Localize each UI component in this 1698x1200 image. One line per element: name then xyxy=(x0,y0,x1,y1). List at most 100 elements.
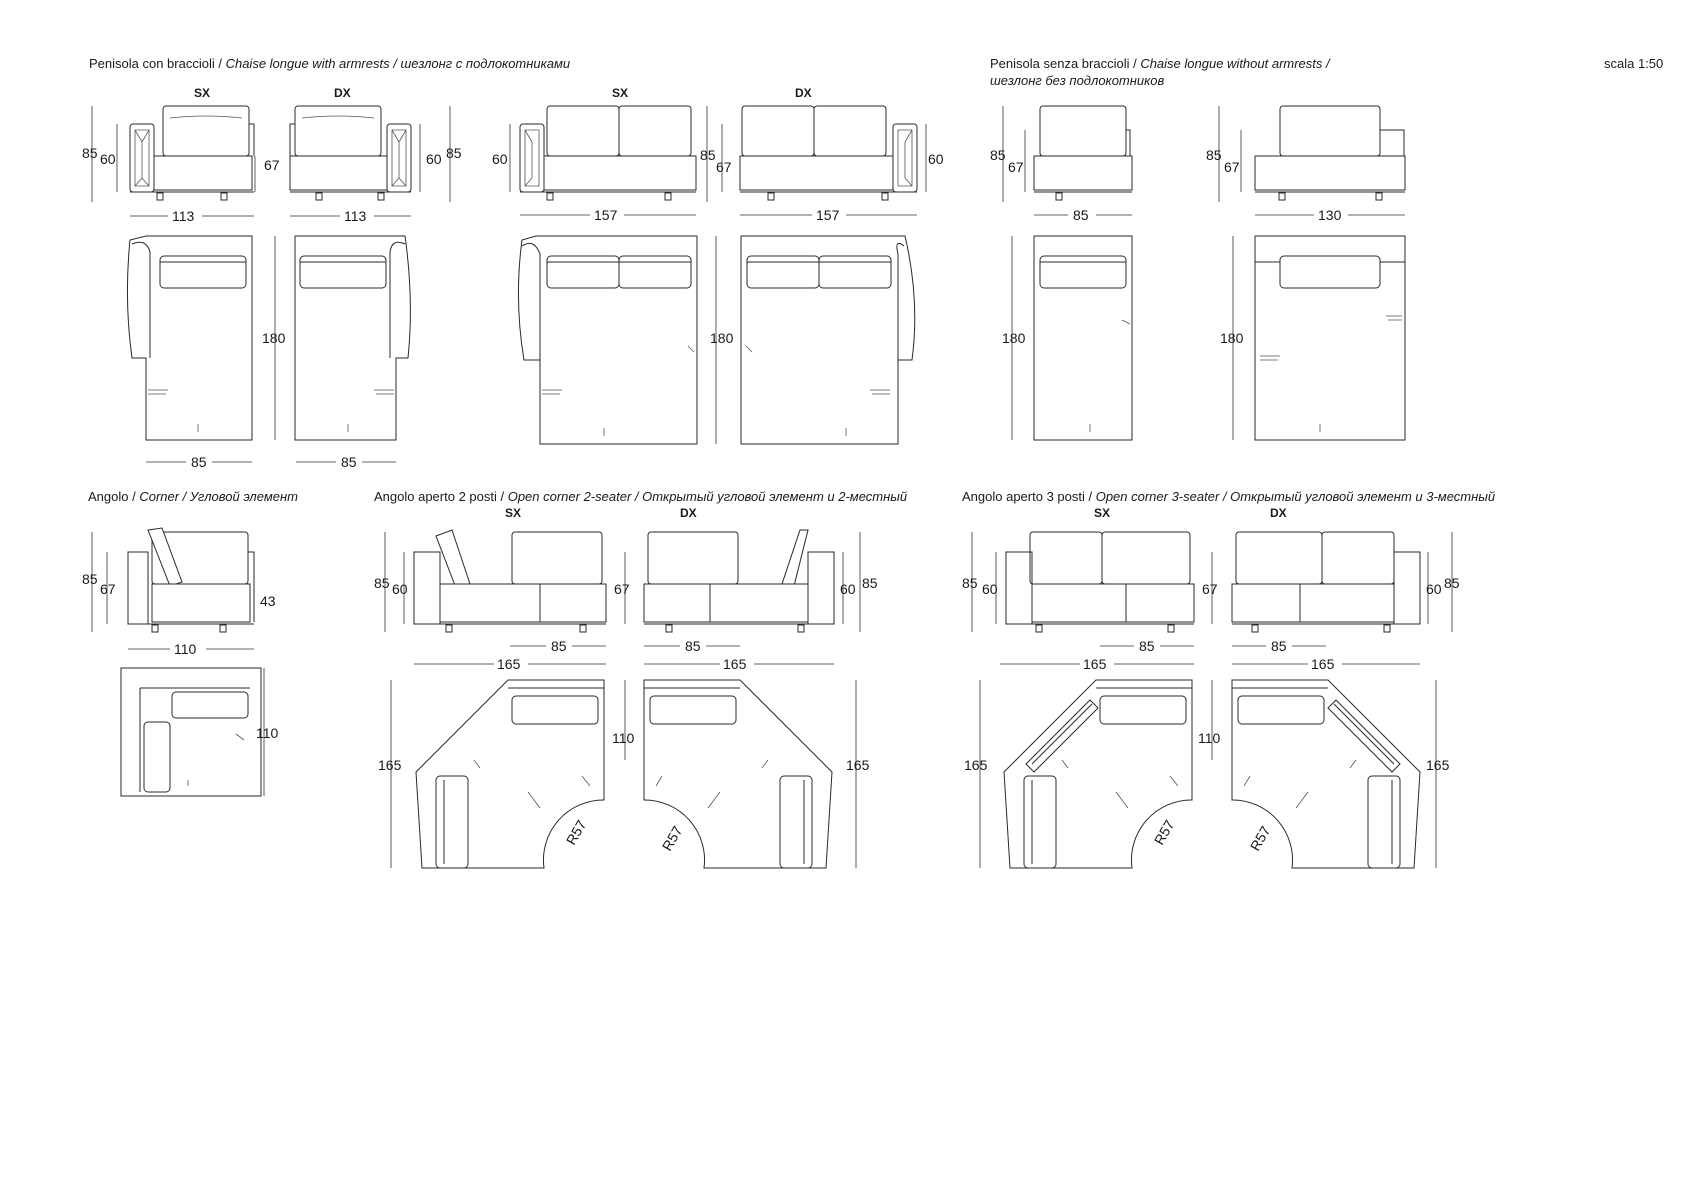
heading-corner: Angolo / Corner / Угловой элемент xyxy=(88,489,298,504)
radius-r57: R57 xyxy=(659,823,686,853)
radius-r57: R57 xyxy=(1247,823,1274,853)
dim-85: 85 xyxy=(990,147,1006,163)
open3-dx-plan-view xyxy=(1231,679,1421,869)
dim-85: 85 xyxy=(1206,147,1222,163)
heading-ru: Открытый угловой элемент и 2-местный xyxy=(642,489,908,504)
open3-dx-front-view xyxy=(1231,531,1421,633)
dim-85: 85 xyxy=(82,571,98,587)
dim-85: 85 xyxy=(1444,575,1460,591)
dim-85: 85 xyxy=(685,638,701,654)
dim-165: 165 xyxy=(1426,757,1450,773)
dim-85: 85 xyxy=(82,145,98,161)
dim-85: 85 xyxy=(551,638,567,654)
open3-sx-front-view xyxy=(1005,531,1195,633)
chaise-noarm-130-front-view xyxy=(1254,105,1406,201)
heading-en: Corner / xyxy=(139,489,190,504)
row1-vertical-dimensions: 85 60 67 60 85 60 85 67 60 85 67 85 67 xyxy=(82,106,1242,202)
dim-85: 85 xyxy=(341,454,357,470)
dim-85: 85 xyxy=(962,575,978,591)
heading-ru: шезлонг с подлокотниками xyxy=(400,56,571,71)
chaise-sx-plan-view xyxy=(126,235,253,441)
chaise-dx-157-plan-view xyxy=(740,235,916,445)
label-dx: DX xyxy=(334,86,351,100)
dim-113: 113 xyxy=(344,208,367,224)
heading-it: Angolo aperto 3 posti / xyxy=(962,489,1096,504)
chaise-dx-157-front-view xyxy=(739,105,918,201)
dim-180: 180 xyxy=(710,330,734,346)
radius-r57: R57 xyxy=(1151,817,1178,847)
heading-chaise-with-armrests: Penisola con braccioli / Chaise longue w… xyxy=(89,56,570,71)
open2-sx-front-view xyxy=(413,529,607,633)
heading-en: Open corner 3-seater / xyxy=(1095,489,1231,504)
row1-horizontal-dimensions: 113 113 157 157 85 130 xyxy=(130,207,1405,224)
dim-165: 165 xyxy=(497,656,521,672)
dim-67: 67 xyxy=(1224,159,1240,175)
open2-dx-front-view xyxy=(643,529,835,633)
heading-ru: Угловой элемент xyxy=(189,489,298,504)
heading-ru: Открытый угловой элемент и 3-местный xyxy=(1230,489,1496,504)
label-sx: SX xyxy=(194,86,210,100)
heading-it: Angolo / xyxy=(88,489,140,504)
chaise-dx-front-view xyxy=(289,105,412,201)
heading-open-corner-3-seater: Angolo aperto 3 posti / Open corner 3-se… xyxy=(962,489,1495,504)
dim-113: 113 xyxy=(172,208,195,224)
dim-110: 110 xyxy=(1198,730,1221,746)
heading-it: Angolo aperto 2 posti / xyxy=(374,489,508,504)
dim-67: 67 xyxy=(264,157,280,173)
dim-85: 85 xyxy=(862,575,878,591)
label-sx: SX xyxy=(505,506,521,520)
label-dx: DX xyxy=(795,86,812,100)
dim-165: 165 xyxy=(378,757,402,773)
dim-130: 130 xyxy=(1318,207,1342,223)
radius-r57: R57 xyxy=(563,817,590,847)
dim-60: 60 xyxy=(928,151,944,167)
dim-157: 157 xyxy=(816,207,840,223)
dim-60: 60 xyxy=(1426,581,1442,597)
dim-110: 110 xyxy=(174,641,197,657)
label-sx: SX xyxy=(612,86,628,100)
dim-60: 60 xyxy=(100,151,116,167)
dim-43: 43 xyxy=(260,593,276,609)
dim-60: 60 xyxy=(392,581,408,597)
dim-67: 67 xyxy=(614,581,630,597)
dim-180: 180 xyxy=(1220,330,1244,346)
dim-157: 157 xyxy=(594,207,618,223)
label-sx: SX xyxy=(1094,506,1110,520)
open2-dx-plan-view xyxy=(643,679,833,869)
chaise-dx-plan-view xyxy=(294,235,411,441)
dim-67: 67 xyxy=(1202,581,1218,597)
dim-85: 85 xyxy=(1271,638,1287,654)
dim-85: 85 xyxy=(446,145,462,161)
chaise-noarm-130-plan-view xyxy=(1254,235,1406,441)
dim-85: 85 xyxy=(700,147,716,163)
chaise-sx-front-view xyxy=(129,105,255,201)
label-dx: DX xyxy=(1270,506,1287,520)
dim-110: 110 xyxy=(256,725,279,741)
heading-chaise-without-ru: шезлонг без подлокотников xyxy=(990,73,1165,88)
corner-front-view xyxy=(127,527,255,633)
dim-85: 85 xyxy=(374,575,390,591)
dim-85: 85 xyxy=(191,454,207,470)
dim-85: 85 xyxy=(1139,638,1155,654)
heading-open-corner-2-seater: Angolo aperto 2 posti / Open corner 2-se… xyxy=(374,489,907,504)
heading-it: Penisola con braccioli / xyxy=(89,56,226,71)
dim-67: 67 xyxy=(100,581,116,597)
heading-it: Penisola senza braccioli / xyxy=(990,56,1141,71)
label-dx: DX xyxy=(680,506,697,520)
corner-plan-view xyxy=(120,667,262,797)
dim-165: 165 xyxy=(1311,656,1335,672)
open3-sx-plan-view xyxy=(1003,679,1193,869)
scale-label: scala 1:50 xyxy=(1604,56,1664,71)
dim-60: 60 xyxy=(492,151,508,167)
dim-180: 180 xyxy=(1002,330,1026,346)
dim-60: 60 xyxy=(426,151,442,167)
heading-en: Chaise longue with armrests / xyxy=(225,56,401,71)
chaise-noarm-85-front-view xyxy=(1033,105,1133,201)
chaise-sx-157-plan-view xyxy=(517,235,698,445)
chaise-sx-157-front-view xyxy=(519,105,697,201)
dim-165: 165 xyxy=(964,757,988,773)
dim-85: 85 xyxy=(1073,207,1089,223)
dim-60: 60 xyxy=(982,581,998,597)
dim-165: 165 xyxy=(723,656,747,672)
